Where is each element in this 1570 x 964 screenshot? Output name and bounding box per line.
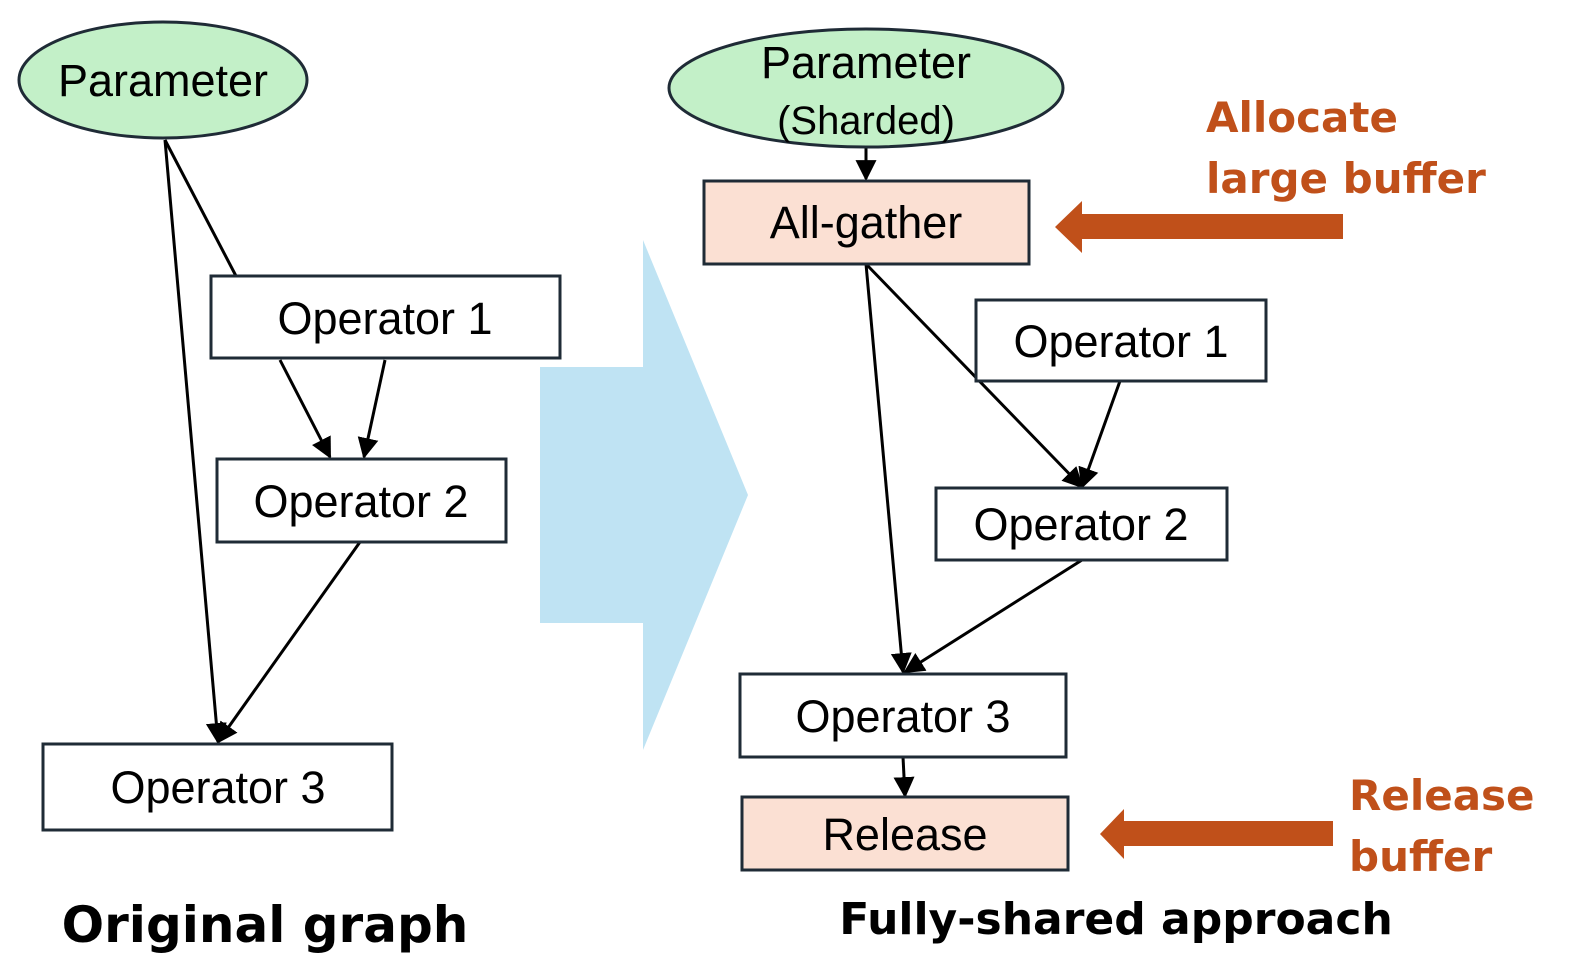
edge-allgather-op2 — [864, 262, 1084, 489]
release-arrow — [1100, 809, 1333, 859]
parameter-label: Parameter — [58, 55, 268, 106]
release-label: Release — [822, 809, 987, 860]
operator-2-label: Operator 2 — [253, 476, 468, 527]
allgather-label: All-gather — [770, 197, 963, 248]
operator-2-node — [215, 457, 508, 544]
parameter-node — [17, 20, 309, 140]
operator-2-sharded-label: Operator 2 — [973, 499, 1188, 550]
release-node — [740, 795, 1070, 872]
edge-op1-op2-b — [357, 359, 387, 460]
edge-op1-op2-a — [278, 359, 332, 459]
sharded-graph-caption: Fully-shared approach — [839, 894, 1393, 945]
allgather-node — [702, 179, 1031, 266]
operator-1-sharded-label: Operator 1 — [1013, 316, 1228, 367]
operator-3-sharded-label: Operator 3 — [795, 691, 1010, 742]
sharded-graph: Parameter (Sharded) All-gather Operator … — [667, 27, 1393, 945]
edge-op2-op3 — [216, 541, 362, 744]
parameter-sharded-label: Parameter — [761, 37, 971, 88]
operator-1-label: Operator 1 — [277, 293, 492, 344]
allocate-text-line2: large buffer — [1206, 154, 1486, 203]
original-graph: Parameter Operator 1 Operator 2 Operator… — [17, 20, 562, 954]
transform-arrow — [540, 240, 748, 750]
operator-1-sharded-node — [974, 298, 1268, 383]
operator-1-node — [209, 274, 562, 360]
allocate-arrow — [1055, 201, 1343, 253]
edge-op3-release — [893, 756, 915, 799]
operator-3-node — [41, 742, 394, 832]
allocate-annotation: Allocate large buffer — [1055, 93, 1486, 253]
edge-op1-op2 — [1078, 380, 1122, 489]
parameter-sharded-sublabel: (Sharded) — [777, 99, 955, 143]
release-text-line2: buffer — [1349, 832, 1492, 881]
operator-3-label: Operator 3 — [110, 762, 325, 813]
edge-allgather-op3 — [864, 263, 912, 675]
parameter-sharded-node — [667, 27, 1065, 149]
release-text-line1: Release — [1349, 771, 1535, 820]
edge-param-op1 — [163, 139, 238, 277]
allocate-text-line1: Allocate — [1206, 93, 1398, 142]
release-annotation: Release buffer — [1100, 771, 1535, 881]
operator-2-sharded-node — [934, 486, 1229, 562]
operator-3-sharded-node — [738, 672, 1068, 759]
original-graph-caption: Original graph — [62, 896, 469, 954]
edge-param-op3 — [163, 139, 227, 745]
edge-op2-op3 — [903, 558, 1083, 674]
